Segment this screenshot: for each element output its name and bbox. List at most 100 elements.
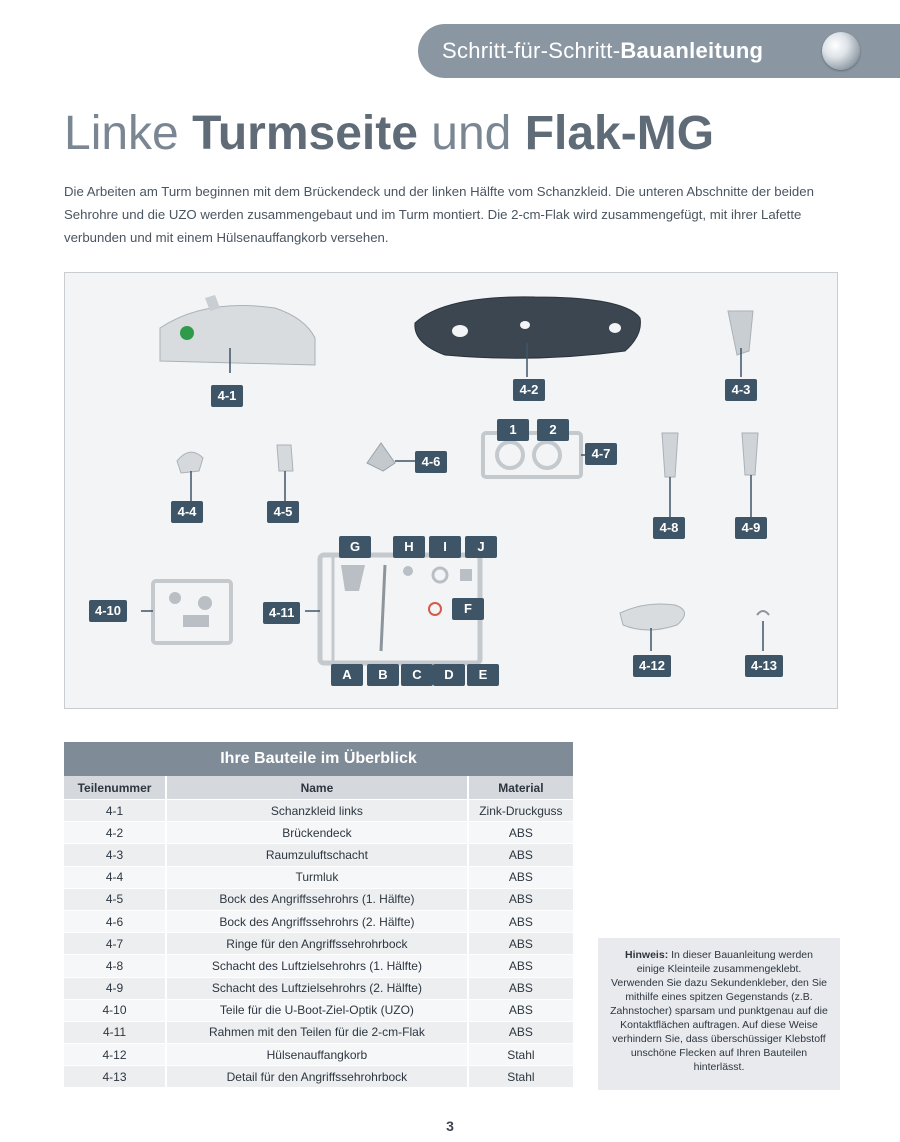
parts-table-title: Ihre Bauteile im Überblick bbox=[64, 742, 573, 776]
parts-table: Ihre Bauteile im Überblick Teilenummer N… bbox=[64, 742, 573, 1088]
title-part-4: Flak-MG bbox=[524, 107, 715, 160]
cell-name: Brückendeck bbox=[166, 821, 469, 844]
label-sprue-f: F bbox=[452, 598, 484, 620]
cell-name: Turmluk bbox=[166, 865, 469, 889]
label-sprue-c: C bbox=[401, 664, 433, 686]
label-part-4-4: 4-4 bbox=[171, 501, 203, 523]
cell-part-number: 4-2 bbox=[64, 821, 168, 844]
cell-material: ABS bbox=[467, 865, 573, 889]
label-sprue-i: I bbox=[429, 536, 461, 558]
cell-part-number: 4-10 bbox=[64, 998, 168, 1022]
label-sprue-h: H bbox=[393, 536, 425, 558]
cell-material: ABS bbox=[467, 1020, 573, 1044]
cell-material: ABS bbox=[467, 954, 573, 977]
banner-title: Schritt-für-Schritt-Bauanleitung bbox=[442, 38, 763, 64]
section-banner: Schritt-für-Schritt-Bauanleitung bbox=[418, 24, 900, 78]
column-header-name: Name bbox=[166, 776, 469, 800]
hint-box: Hinweis: In dieser Bauanleitung werden e… bbox=[598, 938, 840, 1090]
label-part-4-9: 4-9 bbox=[735, 517, 767, 539]
label-part-4-2: 4-2 bbox=[513, 379, 545, 401]
cell-name: Teile für die U-Boot-Ziel-Optik (UZO) bbox=[166, 998, 469, 1022]
cell-name: Detail für den Angriffssehrohrbock bbox=[166, 1065, 469, 1088]
cell-part-number: 4-6 bbox=[64, 909, 168, 933]
cell-part-number: 4-3 bbox=[64, 843, 168, 867]
label-part-4-3: 4-3 bbox=[725, 379, 757, 401]
cell-part-number: 4-8 bbox=[64, 954, 168, 977]
label-ring-1: 1 bbox=[497, 419, 529, 441]
parts-photo: 4-1 4-2 4-3 4-4 4-5 4-6 1 2 4-7 4-8 4-9 … bbox=[64, 272, 838, 709]
label-sprue-b: B bbox=[367, 664, 399, 686]
label-part-4-13: 4-13 bbox=[745, 655, 784, 677]
label-part-4-10: 4-10 bbox=[89, 600, 128, 622]
cell-material: Zink-Druckguss bbox=[467, 798, 573, 822]
cell-name: Rahmen mit den Teilen für die 2-cm-Flak bbox=[166, 1020, 469, 1044]
column-header-part-number: Teilenummer bbox=[64, 776, 168, 800]
cell-name: Schacht des Luftzielsehrohrs (1. Hälfte) bbox=[166, 954, 469, 977]
label-sprue-e: E bbox=[467, 664, 499, 686]
cell-part-number: 4-7 bbox=[64, 932, 168, 955]
cell-material: ABS bbox=[467, 909, 573, 933]
cell-material: Stahl bbox=[467, 1043, 573, 1066]
cell-material: ABS bbox=[467, 932, 573, 955]
column-header-material: Material bbox=[467, 776, 573, 800]
cell-material: ABS bbox=[467, 843, 573, 867]
label-part-4-12: 4-12 bbox=[633, 655, 672, 677]
cell-material: Stahl bbox=[467, 1065, 573, 1088]
label-sprue-d: D bbox=[433, 664, 465, 686]
label-part-4-11: 4-11 bbox=[263, 602, 301, 624]
parts-illustration bbox=[141, 295, 770, 666]
cell-material: ABS bbox=[467, 821, 573, 844]
label-sprue-g: G bbox=[339, 536, 371, 558]
label-ring-2: 2 bbox=[537, 419, 569, 441]
hint-label: Hinweis: bbox=[625, 949, 669, 961]
title-part-2: Turmseite bbox=[192, 107, 418, 160]
label-part-4-5: 4-5 bbox=[267, 501, 299, 523]
cell-name: Ringe für den Angriffssehrohrbock bbox=[166, 932, 469, 955]
page-title: Linke Turmseite und Flak-MG bbox=[64, 106, 714, 161]
label-part-4-8: 4-8 bbox=[653, 517, 685, 539]
cell-part-number: 4-12 bbox=[64, 1043, 168, 1066]
cell-material: ABS bbox=[467, 887, 573, 911]
cell-name: Bock des Angriffssehrohrs (2. Hälfte) bbox=[166, 909, 469, 933]
label-sprue-a: A bbox=[331, 664, 363, 686]
cell-part-number: 4-5 bbox=[64, 887, 168, 911]
title-part-1: Linke bbox=[64, 107, 193, 160]
cell-material: ABS bbox=[467, 998, 573, 1022]
hint-text: In dieser Bauanleitung werden einige Kle… bbox=[610, 949, 828, 1073]
label-sprue-j: J bbox=[465, 536, 497, 558]
banner-title-bold: Bauanleitung bbox=[620, 38, 764, 63]
label-part-4-1: 4-1 bbox=[211, 385, 243, 407]
cell-name: Schacht des Luftzielsehrohrs (2. Hälfte) bbox=[166, 976, 469, 1000]
cell-part-number: 4-4 bbox=[64, 865, 168, 889]
intro-paragraph: Die Arbeiten am Turm beginnen mit dem Br… bbox=[64, 184, 814, 245]
cell-part-number: 4-13 bbox=[64, 1065, 168, 1088]
page-number: 3 bbox=[446, 1118, 454, 1134]
cell-material: ABS bbox=[467, 976, 573, 1000]
cell-name: Raumzuluftschacht bbox=[166, 843, 469, 867]
cell-part-number: 4-1 bbox=[64, 798, 168, 822]
cell-name: Schanzkleid links bbox=[166, 798, 469, 822]
banner-ball-icon bbox=[822, 32, 860, 70]
title-part-3: und bbox=[417, 107, 525, 160]
cell-name: Hülsenauffangkorb bbox=[166, 1043, 469, 1066]
label-part-4-6: 4-6 bbox=[415, 451, 447, 473]
cell-name: Bock des Angriffssehrohrs (1. Hälfte) bbox=[166, 887, 469, 911]
cell-part-number: 4-11 bbox=[64, 1020, 168, 1044]
label-part-4-7: 4-7 bbox=[585, 443, 617, 465]
cell-part-number: 4-9 bbox=[64, 976, 168, 1000]
banner-title-light: Schritt-für-Schritt- bbox=[442, 38, 621, 63]
